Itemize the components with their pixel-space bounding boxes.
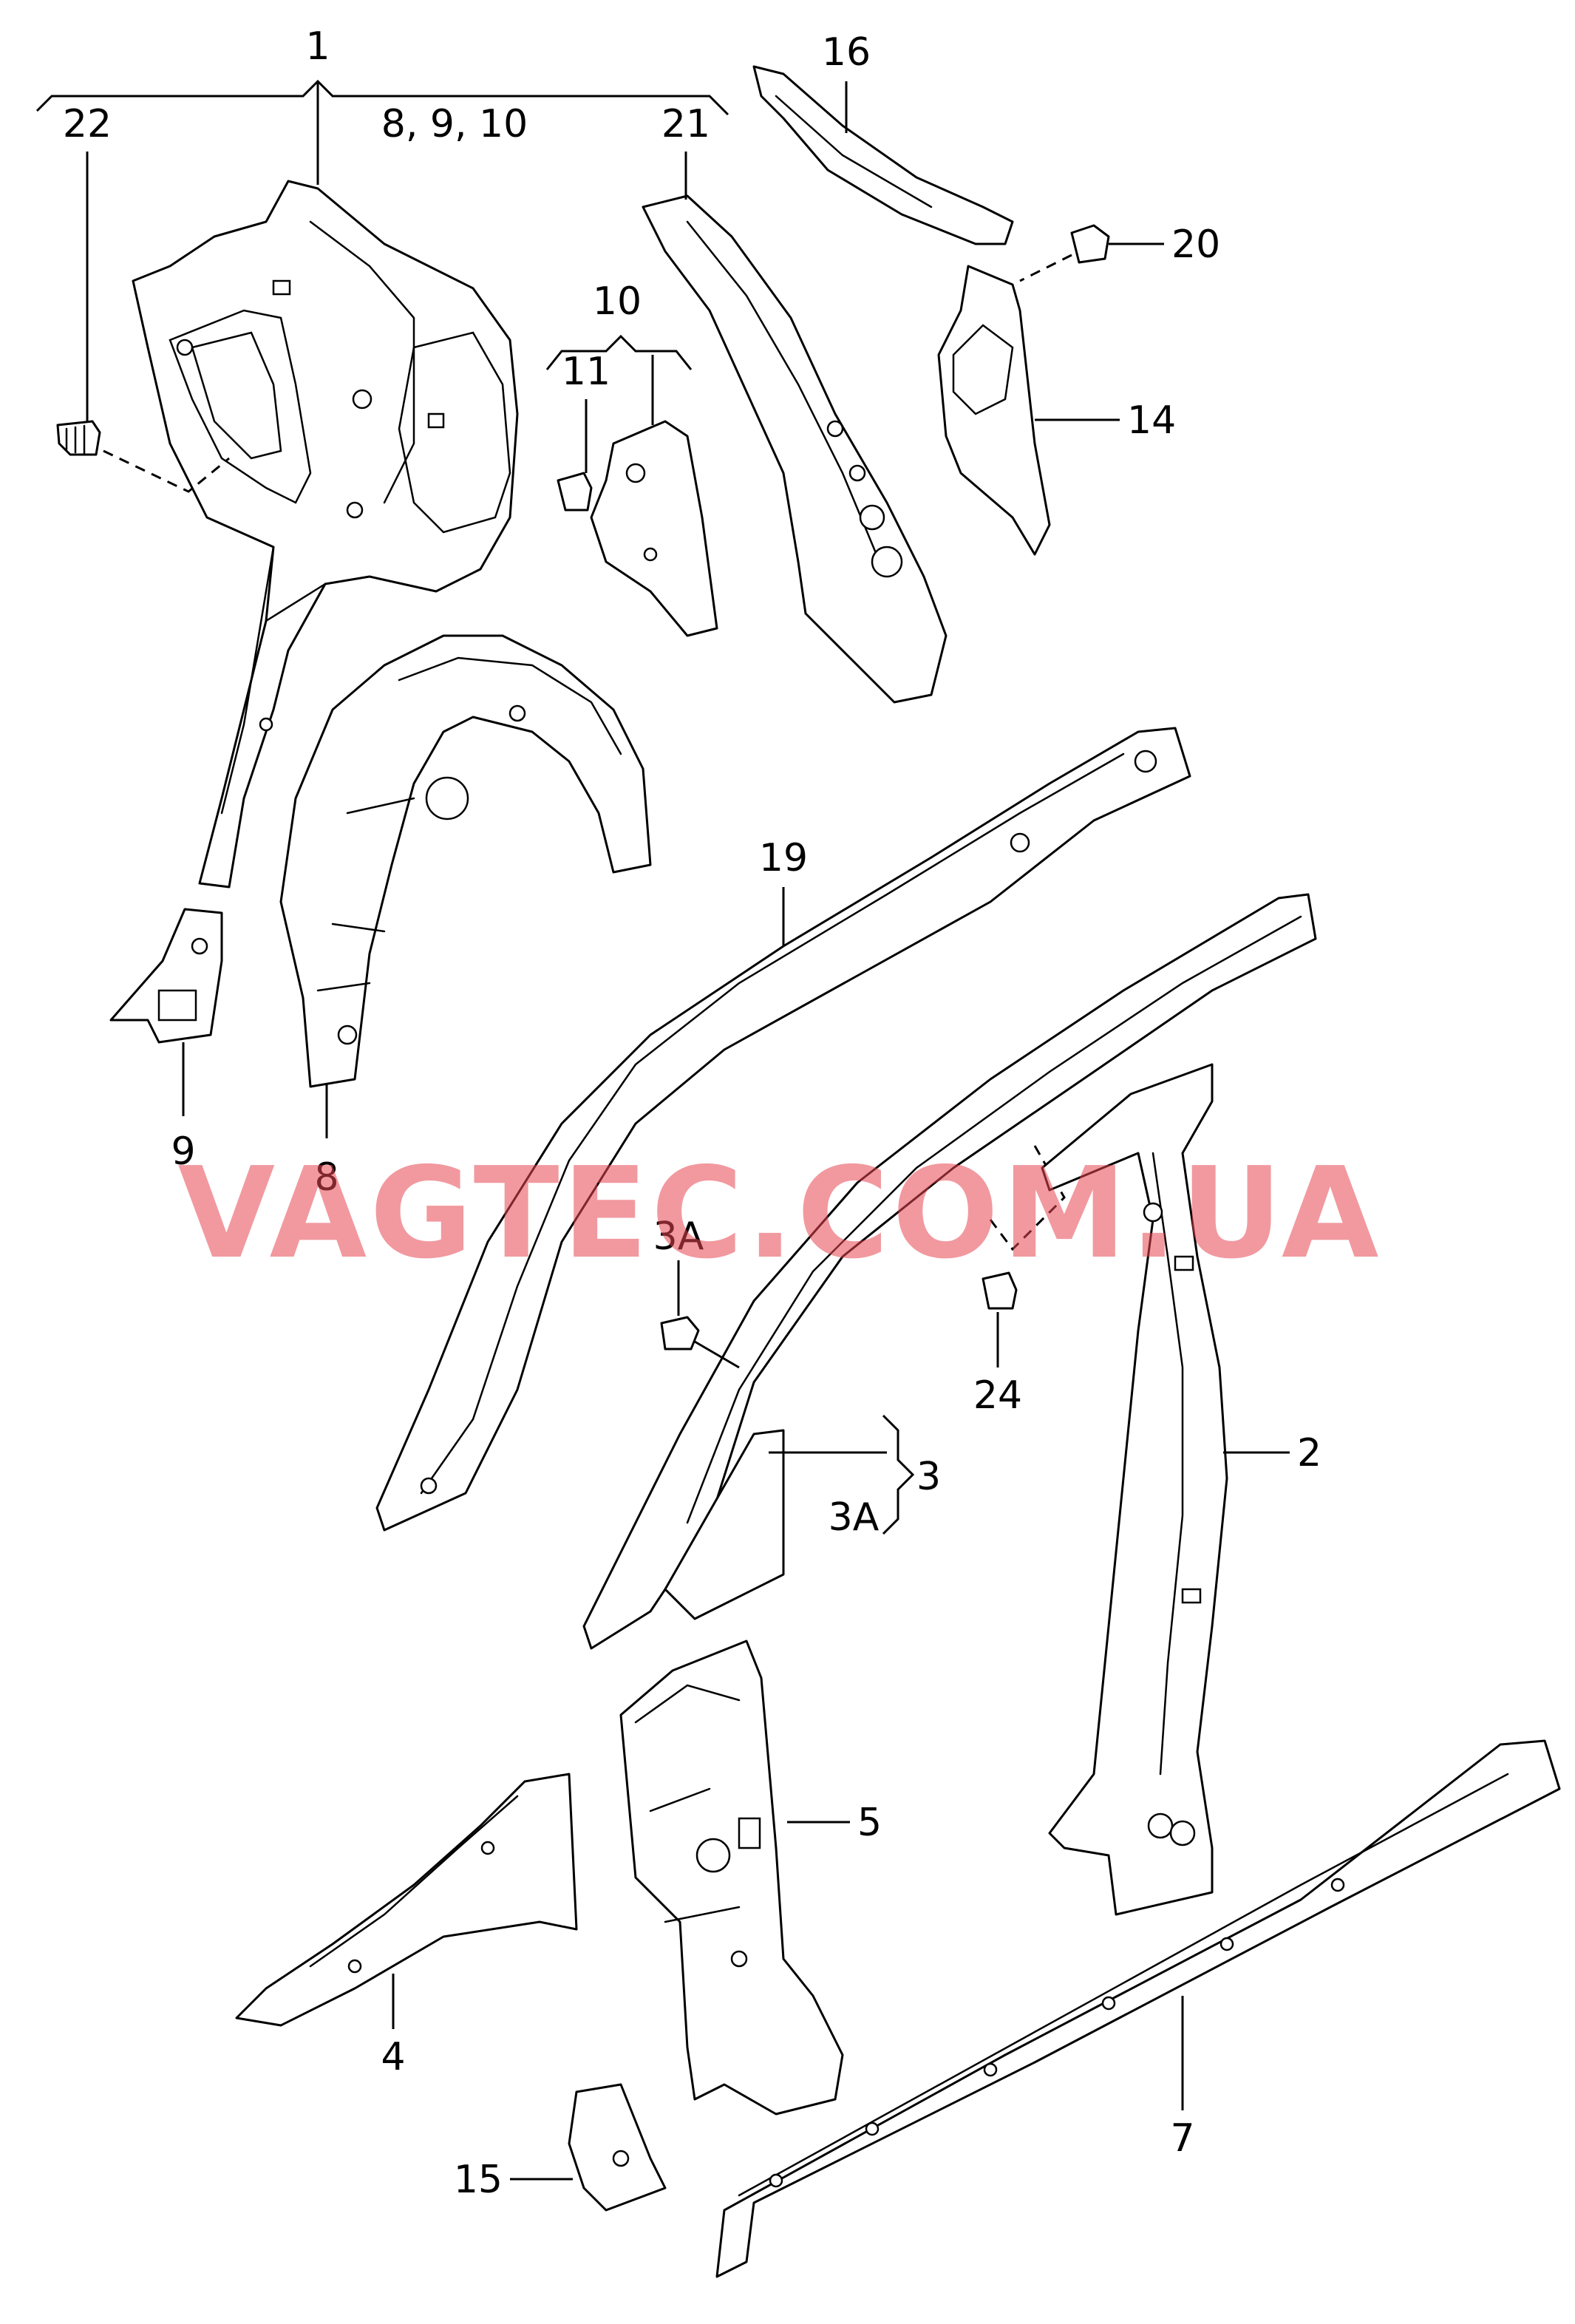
label-4: 4 (381, 2035, 405, 2079)
label-8: 8 (314, 1155, 339, 1200)
part-20-clip (1070, 224, 1110, 264)
part-22-bolt (56, 420, 101, 456)
part-7-sill (715, 1739, 1561, 2278)
part-24-clip (982, 1271, 1018, 1310)
label-20: 20 (1171, 222, 1220, 267)
label-8-9-10: 8, 9, 10 (381, 102, 528, 146)
label-2: 2 (1297, 1431, 1321, 1475)
part-15-bracket (568, 2083, 667, 2212)
bracket-1 (35, 79, 729, 116)
part-5-inner-pillar (619, 1640, 844, 2116)
label-24: 24 (973, 1373, 1022, 1418)
label-11: 11 (562, 350, 610, 394)
label-14: 14 (1127, 398, 1176, 443)
label-22: 22 (63, 102, 112, 146)
label-1: 1 (305, 24, 330, 69)
part-2-b-pillar (1041, 1063, 1228, 1916)
part-10-bracket (590, 420, 718, 637)
part-11-clip (557, 472, 593, 512)
watermark-text: VAGTEC.COM.UA (178, 1141, 1382, 1287)
label-9: 9 (171, 1129, 195, 1174)
part-8-wheel-arch (279, 634, 652, 1088)
bracket-3 (882, 1414, 915, 1535)
label-3: 3 (916, 1455, 941, 1499)
label-21: 21 (661, 102, 710, 146)
bracket-10 (545, 334, 693, 370)
part-4-sill-front (235, 1773, 578, 2027)
part-14-bracket (937, 265, 1051, 556)
label-7: 7 (1170, 2116, 1194, 2161)
part-3A-clip (660, 1316, 700, 1350)
leader-22-dash (103, 449, 230, 493)
label-5: 5 (857, 1801, 882, 1845)
part-3-a-pillar (582, 893, 1317, 1650)
part-3-dash (989, 1145, 1066, 1251)
part-16-strip (752, 65, 1014, 245)
leader-3A-link (694, 1340, 740, 1369)
label-3A-bottom: 3A (829, 1495, 880, 1540)
part-9-bracket (109, 908, 223, 1044)
leader-20-dash (1019, 254, 1072, 282)
part-1-rear-side-panel (132, 180, 519, 889)
part-21-inner-pillar (642, 194, 948, 704)
label-3A-top: 3A (653, 1214, 704, 1259)
label-10: 10 (593, 279, 642, 324)
part-19-roof-rail (375, 727, 1191, 1532)
label-15: 15 (454, 2158, 503, 2202)
label-19: 19 (759, 836, 808, 880)
label-16: 16 (822, 30, 871, 75)
